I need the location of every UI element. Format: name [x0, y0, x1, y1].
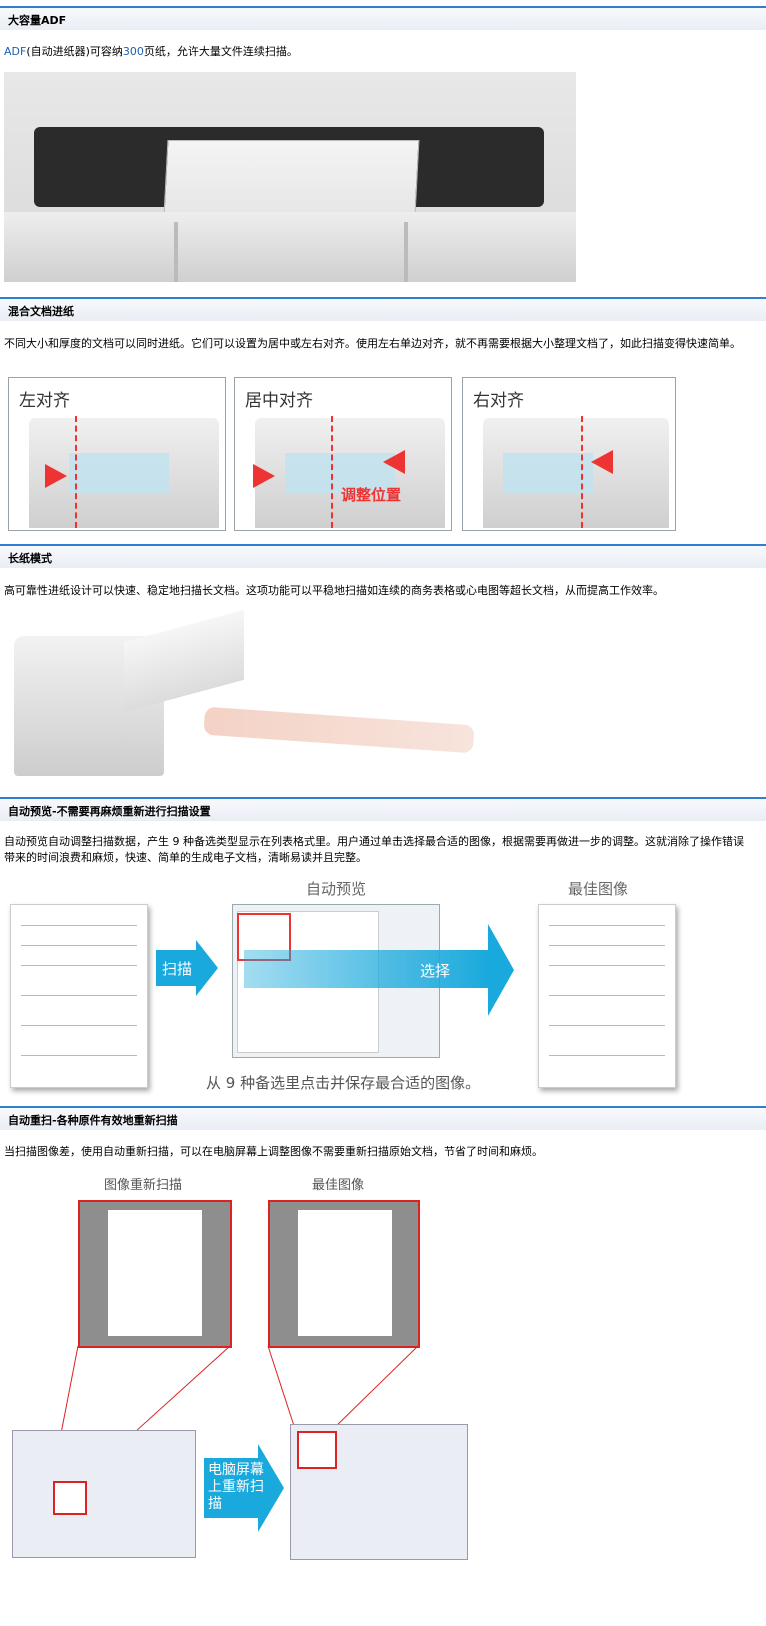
- alignment-guide: [331, 416, 333, 528]
- section-title: 长纸模式: [8, 552, 52, 565]
- long-paper-scanner-photo: [4, 606, 484, 786]
- selected-thumbnail[interactable]: [53, 1481, 87, 1515]
- adf-scanner-photo: [4, 72, 576, 282]
- rescan-arrow: [204, 1458, 258, 1518]
- left-align-panel: 左对齐: [8, 377, 226, 531]
- section-header-mixed: 混合文档进纸: [0, 297, 766, 321]
- best-image-thumbnail: [538, 904, 676, 1088]
- section-header-adf: 大容量ADF: [0, 6, 766, 30]
- preview-title: 自动预览: [306, 880, 367, 898]
- preview-description: 自动预览自动调整扫描数据，产生 9 种备选类型显示在列表格式里。用户通过单击选择…: [4, 835, 744, 864]
- center-align-panel: 居中对齐 调整位置: [234, 377, 452, 531]
- rescan-left-title: 图像重新扫描: [104, 1178, 183, 1193]
- right-align-panel: 右对齐: [462, 377, 676, 531]
- rescan-software-window[interactable]: [12, 1430, 196, 1558]
- section-title: 自动重扫-各种原件有效地重新扫描: [8, 1114, 178, 1127]
- scanned-document-thumbnail: [10, 904, 148, 1088]
- arrow-right-icon: [196, 940, 218, 996]
- section-header-long-paper: 长纸模式: [0, 544, 766, 568]
- arrow-left-icon: [383, 450, 405, 474]
- selected-thumbnail[interactable]: [297, 1431, 337, 1469]
- rescan-arrow-label: 电脑屏幕上重新扫描: [208, 1462, 264, 1512]
- alignment-guide: [581, 416, 583, 528]
- adjust-label: 调整位置: [341, 486, 402, 504]
- rescan-right-title: 最佳图像: [312, 1178, 365, 1193]
- panel-label: 居中对齐: [245, 391, 313, 411]
- best-image-window[interactable]: [290, 1424, 468, 1560]
- mixed-description: 不同大小和厚度的文档可以同时进纸。它们可以设置为居中或左右对齐。使用左右单边对齐…: [4, 337, 741, 350]
- rescan-description: 当扫描图像差，使用自动重新扫描，可以在电脑屏幕上调整图像不需要重新扫描原始文档，…: [4, 1145, 543, 1158]
- select-arrow: [244, 950, 488, 988]
- scan-arrow: [156, 950, 196, 986]
- panel-label: 右对齐: [473, 391, 524, 411]
- panel-label: 左对齐: [19, 391, 70, 411]
- arrow-right-icon: [253, 464, 275, 488]
- arrow-right-icon: [258, 1444, 284, 1532]
- arrow-left-icon: [591, 450, 613, 474]
- arrow-right-icon: [45, 464, 67, 488]
- section-title: 混合文档进纸: [8, 305, 74, 318]
- adf-description: ADF(自动进纸器)可容纳300页纸，允许大量文件连续扫描。: [4, 45, 298, 58]
- scan-label: 扫描: [162, 960, 193, 978]
- arrow-right-icon: [488, 924, 514, 1016]
- section-header-rescan: 自动重扫-各种原件有效地重新扫描: [0, 1106, 766, 1130]
- select-label: 选择: [420, 962, 451, 980]
- preview-caption: 从 9 种备选里点击并保存最合适的图像。: [206, 1074, 481, 1092]
- alignment-guide: [75, 416, 77, 528]
- long-paper-description: 高可靠性进纸设计可以快速、稳定地扫描长文档。这项功能可以平稳地扫描如连续的商务表…: [4, 584, 664, 597]
- rescan-zoom-right: [268, 1200, 420, 1348]
- section-title: 大容量ADF: [8, 14, 67, 27]
- rescan-zoom-left: [78, 1200, 232, 1348]
- best-image-title: 最佳图像: [568, 880, 629, 898]
- section-title: 自动预览-不需要再麻烦重新进行扫描设置: [8, 805, 211, 818]
- section-header-preview: 自动预览-不需要再麻烦重新进行扫描设置: [0, 797, 766, 821]
